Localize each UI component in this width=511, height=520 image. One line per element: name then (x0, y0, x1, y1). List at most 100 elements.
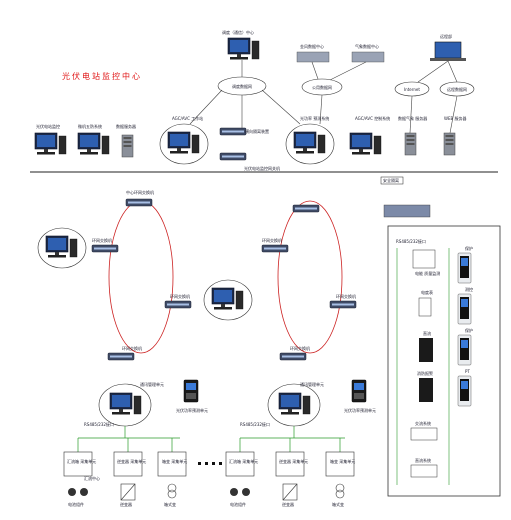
center-switch-left (125, 198, 153, 207)
center-switch-label: 中心环网交换机 (126, 189, 154, 195)
right-meter-4 (457, 375, 472, 407)
collector-2-label: 光伏功率预测单元 (344, 407, 376, 413)
cell-1-label: 通讯管理单元 (140, 381, 164, 387)
ac-panel: 安全隔离 (380, 176, 404, 185)
station-pc-2 (77, 132, 110, 155)
data-gateway-label: 数据气象 服务器 (398, 115, 427, 121)
inv-4-label: 汇流箱 采集单元 (229, 458, 258, 464)
pv-equipment (68, 483, 345, 501)
agc-cloud (159, 123, 209, 165)
forecast-cloud (285, 123, 335, 165)
center-switch-right (292, 204, 320, 213)
public-network-cloud: 公用数据网 (301, 78, 343, 96)
right-panel-bus (396, 248, 450, 485)
inv-3-label: 箱变 采集单元 (162, 458, 187, 464)
meter-label-3: 保护 (465, 327, 473, 333)
right-item-3: 直流 (423, 330, 431, 336)
public-network-label: 公用数据网 (312, 84, 332, 90)
right-item-4: 消防报警 (417, 370, 433, 376)
right-meter-1 (457, 252, 472, 284)
station-label-1: 光伏电站监控 (36, 123, 60, 129)
switch-e-label: 环网交换机 (336, 293, 356, 299)
internet-label: Internet (404, 87, 420, 92)
data-server-label: 数据服务器 (116, 123, 136, 129)
right-meter-2 (457, 293, 472, 325)
agc-label-2: AGC/AVC 控制系统 (355, 115, 390, 121)
dispatch-network-cloud: 调度数据网 (217, 76, 267, 96)
ring-network-left (108, 200, 174, 354)
switch-c-label: 环网交换机 (122, 345, 142, 351)
switch-right-b (329, 300, 357, 309)
station-label-2: 微机五防系统 (78, 123, 102, 129)
inv-6-label: 箱变 采集单元 (330, 458, 355, 464)
web-server-label: WEB 服务器 (444, 115, 467, 121)
right-panel-header: RS485/232接口 (396, 238, 426, 244)
ring-cloud-2 (203, 279, 253, 321)
security-switch-label: 光伏电站监控网关机 (244, 165, 280, 171)
switch-left-a (91, 244, 119, 253)
local-center-label: 汇流中心 (84, 475, 100, 481)
top-connectors (189, 60, 458, 134)
meter-label-1: 保护 (465, 245, 473, 251)
field-bus (77, 426, 345, 452)
pv-3-label: 箱式变 (164, 501, 176, 507)
right-panel (387, 225, 501, 497)
pv-1-label: 电池组件 (68, 501, 84, 507)
switch-right-a (261, 244, 289, 253)
switch-d-label: 环网交换机 (262, 237, 282, 243)
pv-5-label: 逆变器 (282, 501, 294, 507)
gold-data-center-rack (296, 51, 385, 63)
weather-center-label: 气象数据中心 (355, 43, 379, 49)
switch-left-b (164, 300, 192, 309)
meter-label-2: 测控 (465, 286, 473, 292)
isolation-label: 横向隔离装置 (245, 128, 269, 134)
ring-network-right (277, 200, 343, 354)
collector-boxes (63, 451, 355, 477)
cell-2-label: 通讯管理单元 (300, 381, 324, 387)
meter-label-4: PT (465, 369, 470, 374)
right-item-1: 电能 质量监测 (415, 270, 440, 276)
dispatch-center-pc (227, 37, 260, 60)
internet-cloud: Internet (394, 81, 430, 97)
forecast-label: 光功率 预测系统 (300, 115, 329, 121)
data-server-icon (121, 134, 134, 158)
dispatch-center-label: 调度（通信）中心 (222, 29, 254, 35)
remote-server-2 (443, 132, 456, 156)
ellipsis-dots (198, 462, 222, 465)
comm-cloud-2 (267, 383, 321, 427)
remote-data-label: 远程数据网 (447, 86, 467, 92)
pv-6-label: 箱式变 (332, 501, 344, 507)
gold-center-label: 金风数据中心 (300, 43, 324, 49)
pv-2-label: 逆变器 (120, 501, 132, 507)
inv-5-label: 逆变器 采集单元 (279, 458, 308, 464)
right-panel-rack (383, 204, 431, 218)
right-panel-devices (410, 249, 438, 478)
agc-label-1: AGC/AVC 工作站 (172, 115, 203, 121)
gateway-device (219, 152, 247, 161)
right-meter-3 (457, 334, 472, 366)
right-item-2: 电度表 (421, 289, 433, 295)
switch-a-label: 环网交换机 (92, 237, 112, 243)
isolation-device (219, 127, 247, 136)
right-item-5: 交流系统 (415, 420, 431, 426)
rs485-label-1: RS485/232接口 (84, 421, 114, 427)
remote-server-1 (404, 132, 417, 156)
remote-dept-label: 远程部 (440, 33, 452, 39)
collector-1-label: 光伏功率预测单元 (176, 407, 208, 413)
comm-cloud-1 (98, 383, 152, 427)
pv-4-label: 电池组件 (230, 501, 246, 507)
forecast-device-2 (351, 379, 367, 403)
remote-data-cloud: 远程数据网 (439, 81, 475, 97)
inv-2-label: 逆变器 采集单元 (117, 458, 146, 464)
inv-1-label: 汇流箱 采集单元 (67, 458, 96, 464)
switch-right-c (279, 352, 307, 361)
right-item-6: 直流系统 (415, 457, 431, 463)
remote-laptop (430, 41, 466, 61)
switch-b-label: 环网交换机 (170, 293, 190, 299)
page-title: 光伏电站监控中心 (62, 71, 142, 81)
switch-f-label: 环网交换机 (290, 345, 310, 351)
switch-left-c (107, 352, 135, 361)
ring-cloud-1 (37, 227, 87, 269)
dispatch-network-label: 调度数据网 (232, 83, 252, 89)
